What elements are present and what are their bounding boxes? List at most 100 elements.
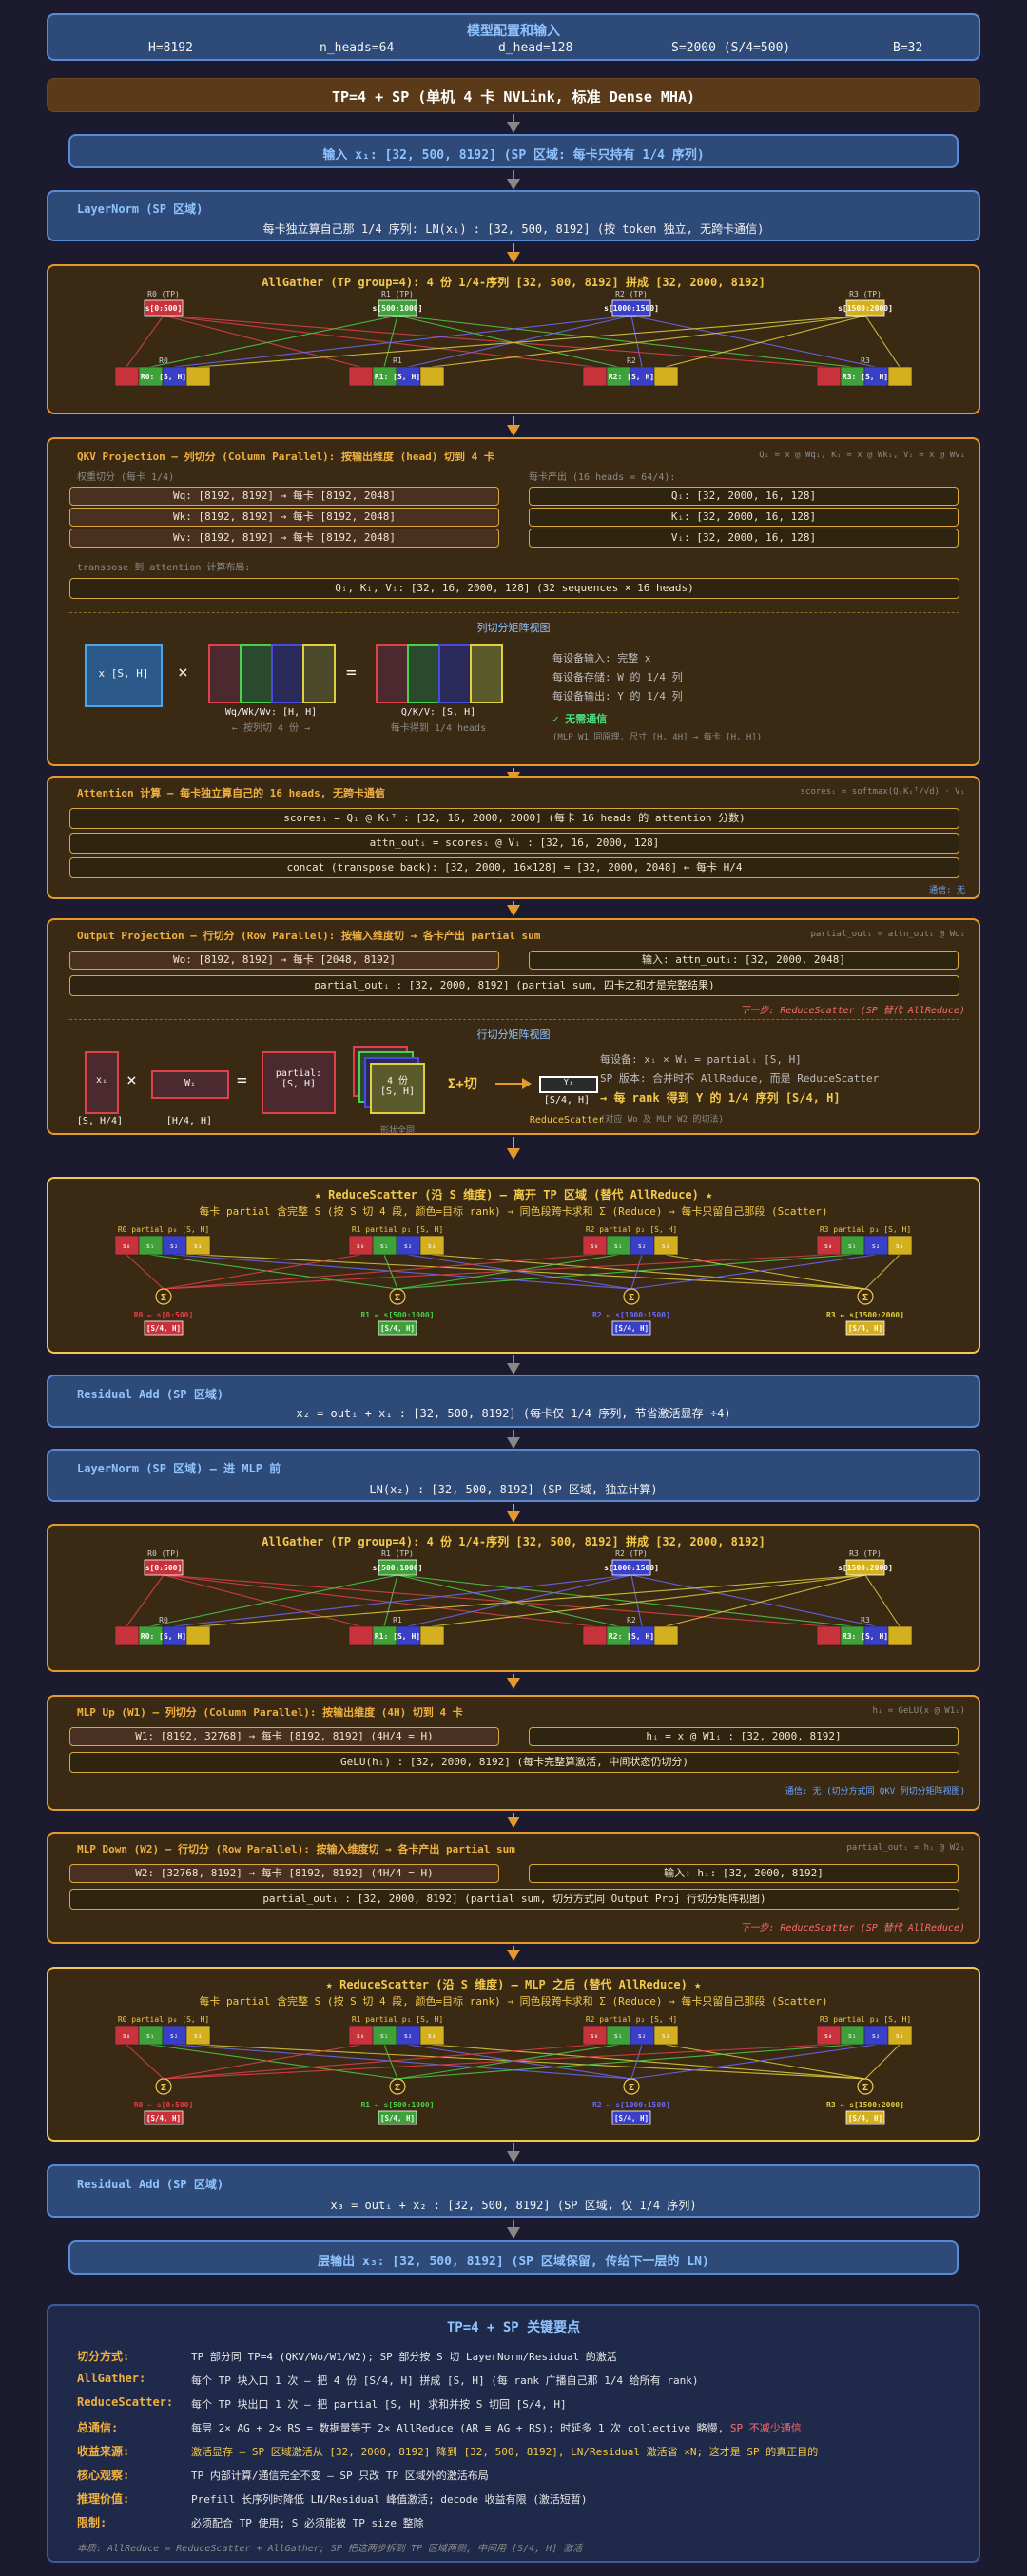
summary-key: ReduceScatter: [77,2395,174,2409]
v-out-box: Vᵢ: [32, 2000, 16, 128] [529,529,959,548]
rs-result-segment [611,1320,651,1336]
yi-matrix: Yᵢ [539,1076,598,1093]
rs-reduce-line [407,2044,632,2080]
ag-transfer-line [630,315,877,368]
rs-result-label: [S/4, H] [848,1324,882,1333]
ag-transfer-line [163,315,829,368]
ag-dst-label: R1 [393,1616,402,1624]
config-h: H=8192 [148,41,193,55]
wi-dim: [H/4, H] [165,1116,213,1126]
ag-transfer-line [126,1574,165,1627]
ag-dst-label: R3 [861,1616,870,1624]
ag-transfer-line [163,315,361,368]
ag-dst-segment [582,366,608,387]
rs-src-label: R3 partial p₃ [S, H] [820,2015,911,2024]
sigma-label: Σ [629,2083,634,2093]
rs1-title: ★ ReduceScatter (沿 S 维度) — 离开 TP 区域 (替代 … [314,1188,713,1201]
ag-dst-segment [348,1625,374,1646]
xi-matrix: xᵢ [85,1051,119,1114]
ag-src-segment [845,1559,885,1576]
gelu-box: GeLU(hᵢ) : [32, 2000, 8192] (每卡完整算激活, 中间… [69,1752,959,1773]
ag-dst-segment [816,366,842,387]
ag-dst-label: R0 [159,1616,168,1624]
ag-transfer-line [665,315,866,368]
allgather-2: AllGather (TP group=4): 4 份 1/4-序列 [32, … [47,1524,980,1672]
rs-seg-label: s₂ [404,2032,412,2040]
ag-src-label: R1 (TP) [381,290,414,298]
rs-seg-label: s₃ [662,2032,669,2040]
mlp1-title: MLP Up (W1) — 列切分 (Column Parallel): 按输出… [77,1706,463,1719]
equals-2: = [237,1070,247,1090]
rs-src-label: R0 partial p₀ [S, H] [118,1225,209,1234]
rs-reduce-line [163,2044,361,2080]
rs-seg-label: s₁ [848,2032,856,2040]
qkv-sub: 每卡得到 1/4 heads [390,723,487,734]
ag-src-segment [144,299,184,317]
rs-seg-label: s₀ [357,2032,364,2040]
rs2-sub: 每卡 partial 含完整 S (按 S 切 4 段, 颜色=目标 rank)… [199,1995,828,2008]
rs-reduce-line [163,2044,829,2080]
rs-src-label: R2 partial p₂ [S, H] [586,1225,677,1234]
rs-reduce-line [126,2044,165,2080]
ag-dst-segment [653,1625,679,1646]
rs-reduce-line [149,1254,398,1290]
attn-row-2: concat (transpose back): [32, 2000, 16×1… [69,857,959,878]
rs-seg-label: s₁ [146,1242,154,1250]
wo-box: Wo: [8192, 8192] → 每卡 [2048, 8192] [69,951,499,970]
qkv-colsplit [376,644,503,703]
sigma-icon [857,2078,874,2095]
qkv-transpose-label: transpose 到 attention 计算布局: [77,563,251,573]
rs-reduce-line [149,2044,398,2080]
ag-transfer-line [197,315,866,368]
rs-reduce-line [630,1254,643,1290]
qkv-weight-label: 权重切分 (每卡 1/4) [77,472,175,483]
rs-src-segment [887,1235,913,1256]
ln2-body: LN(x₂) : [32, 500, 8192] (SP 区域, 独立计算) [369,1483,658,1496]
ln1-body: 每卡独立算自己那 1/4 序列: LN(x₁) : [32, 500, 8192… [262,222,765,236]
rs-seg-label: s₀ [123,1242,130,1250]
ag-dst-label: R0 [159,356,168,365]
rs1-sub: 每卡 partial 含完整 S (按 S 切 4 段, 颜色=目标 rank)… [199,1205,828,1218]
ag-src-segment [378,1559,417,1576]
rs-result-segment [144,1320,184,1336]
ag-src-segment [611,299,651,317]
rs-seg-label: s₁ [380,1242,388,1250]
col-side-0: 每设备输入: 完整 x [552,652,651,664]
ln2-title: LayerNorm (SP 区域) — 进 MLP 前 [77,1462,281,1475]
rs-seg-label: s₂ [404,1242,412,1250]
ag-transfer-line [163,1574,361,1627]
sigma-icon [857,1288,874,1305]
rs-seg-label: s₀ [591,2032,598,2040]
rs-reduce-line [163,2044,595,2080]
q-out-box: Qᵢ: [32, 2000, 16, 128] [529,487,959,506]
w2-box: W2: [32768, 8192] → 每卡 [8192, 8192] (4H/… [69,1864,499,1883]
ag-seg-label: s[1500:2000] [838,304,893,313]
ag-dst-segment [114,1625,140,1646]
qkv-projection: QKV Projection — 列切分 (Column Parallel): … [47,437,980,766]
summary-key: 限制: [77,2516,107,2529]
w-label: Wq/Wk/Wv: [H, H] [224,707,318,718]
rs-reduce-line [665,2044,866,2080]
rs-reduce-line [630,2044,643,2080]
rs-reduce-line [397,2044,619,2080]
ag-src-segment [378,299,417,317]
rs-seg-label: s₂ [638,2032,646,2040]
rs-seg-label: s₀ [591,1242,598,1250]
sigma-icon [623,2078,640,2095]
sigma-split: Σ+切 [448,1077,477,1092]
rs-dst-label: R2 ← s[1000:1500] [592,2101,670,2109]
ag-full-label: R2: [S, H] [609,1632,654,1641]
no-comm: ✓ 无需通信 [552,713,608,725]
rs-seg-label: s₂ [872,1242,880,1250]
w-colsplit [208,644,336,703]
k-out-box: Kᵢ: [32, 2000, 16, 128] [529,508,959,527]
rs-reduce-line [431,1254,866,1290]
row-side-2: → 每 rank 得到 Y 的 1/4 序列 [S/4, H] [600,1091,841,1105]
ag-seg-label: s[1000:1500] [604,304,659,313]
rs-seg-label: s₃ [896,2032,903,2040]
col-side-2: 每设备输出: Y 的 1/4 列 [552,690,683,702]
attn-formula: scoresᵢ = softmax(QᵢKᵢᵀ/√d) · Vᵢ [800,787,965,797]
